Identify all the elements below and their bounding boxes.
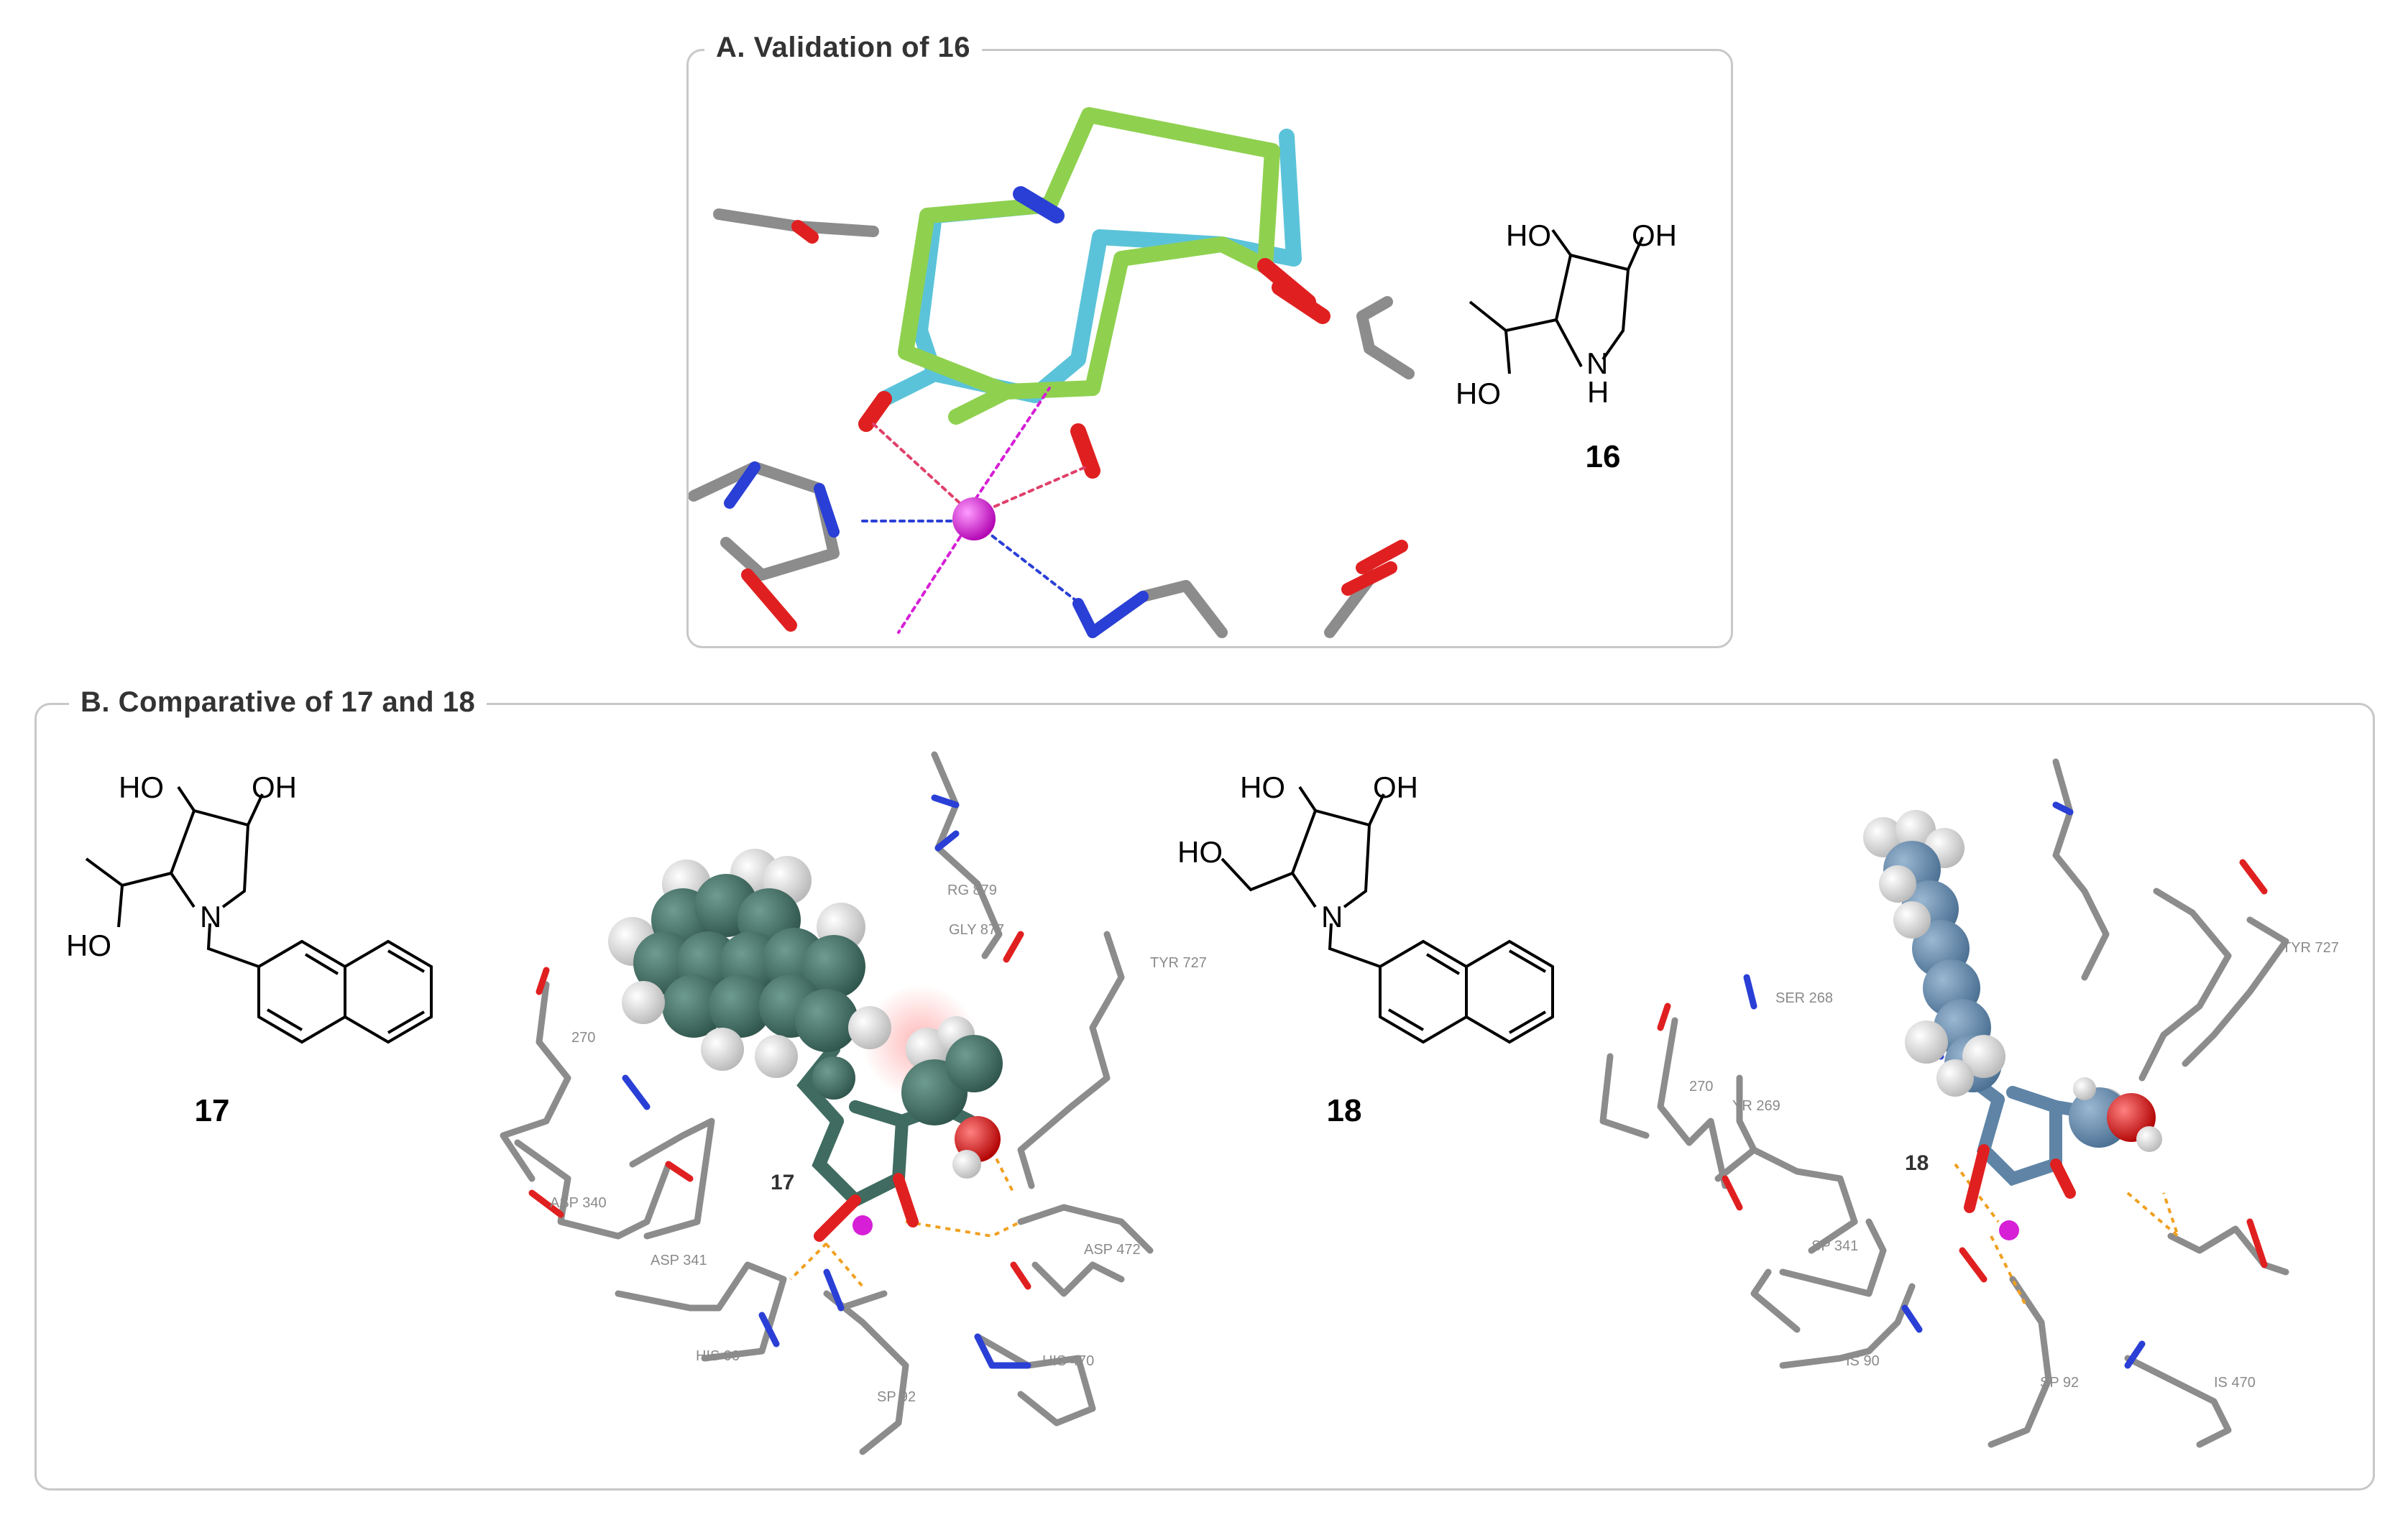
residue-label: SP 341 [1811, 1238, 1858, 1254]
structure-18 [1221, 785, 1554, 1044]
docking-18-ligand-label: 18 [1905, 1151, 1929, 1175]
docking-17-ligand-label: 17 [771, 1171, 794, 1194]
residue-label: IS 90 [1846, 1353, 1880, 1369]
structure-17-ho-top: HO [119, 770, 164, 804]
residue-label: TYR 727 [2282, 940, 2339, 956]
panel-a-3d-render [689, 107, 1415, 638]
compound-17-label: 17 [195, 1093, 230, 1128]
residue-label: SP 92 [2040, 1375, 2079, 1391]
structure-16-ho-bottom: HO [1456, 377, 1501, 410]
zinc-ion [952, 497, 996, 540]
docking-18-residue-labels: SER 268 270 YR 269 TYR 727 SP 341 IS 90 … [1689, 940, 2339, 1391]
ligand-cyan [876, 129, 1302, 407]
ligand-green [898, 107, 1280, 425]
compound-18-label: 18 [1327, 1093, 1362, 1128]
structure-18-ho-side: HO [1177, 835, 1223, 869]
residue-label: HIS 90 [696, 1348, 740, 1364]
residue-label: SP 92 [877, 1389, 916, 1405]
structure-18-ho-top: HO [1240, 770, 1285, 804]
structure-18-oh-top: OH [1373, 770, 1418, 804]
structure-16-ho-top: HO [1506, 218, 1551, 252]
residue-label: 270 [1689, 1079, 1713, 1095]
structure-16-oh-top: OH [1632, 218, 1677, 252]
panel-b-title: B. Comparative of 17 and 18 [69, 686, 487, 719]
structure-16 [1469, 229, 1644, 374]
residue-label: TYR 727 [1150, 955, 1207, 971]
structure-17-ho-bottom: HO [66, 929, 111, 962]
naphthyl-spheres-17 [608, 849, 1003, 1179]
coordination-bonds [861, 387, 1087, 634]
naphthyl-spheres-18 [1863, 810, 2162, 1152]
zinc-ion-17 [853, 1215, 873, 1235]
docking-17-render [500, 751, 1154, 1455]
structure-17-n: N [200, 900, 221, 934]
structure-17 [85, 785, 433, 1044]
docking-17-residue-labels: RG 879 GLY 877 TYR 727 270 ASP 340 ASP 3… [550, 883, 1207, 1405]
panel-a-title: A. Validation of 16 [704, 32, 983, 64]
residue-label: GLY 877 [949, 922, 1004, 938]
residue-label: ASP 472 [1084, 1242, 1141, 1258]
residue-label: ASP 340 [550, 1195, 607, 1211]
compound-16-label: 16 [1586, 439, 1621, 474]
structure-18-n: N [1321, 900, 1343, 934]
structure-17-oh-top: OH [252, 770, 297, 804]
docking-18-render [1599, 758, 2289, 1448]
zinc-ion-18 [1999, 1220, 2019, 1240]
residue-label: SER 268 [1775, 990, 1833, 1006]
residue-label: IS 470 [2214, 1375, 2256, 1391]
residue-label: ASP 341 [651, 1253, 707, 1268]
residue-label: YR 269 [1732, 1098, 1780, 1114]
structure-16-n: N [1586, 346, 1608, 380]
structure-16-h: H [1587, 375, 1609, 409]
residue-sticks [689, 208, 1415, 638]
residue-label: HIS 470 [1042, 1353, 1094, 1369]
residue-label: 270 [571, 1030, 595, 1046]
panel-a-frame [686, 49, 1733, 648]
residue-label: RG 879 [947, 883, 997, 898]
